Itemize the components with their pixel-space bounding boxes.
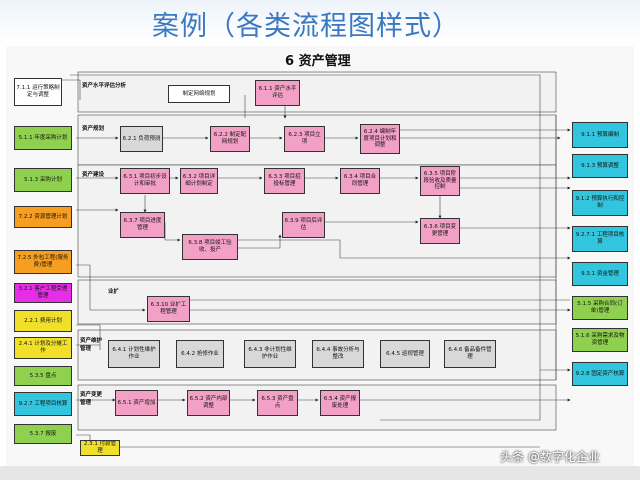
diagram-title: 6 资产管理 (285, 54, 351, 69)
ext-9-1-3: 9.1.3 预算调整 (572, 154, 628, 178)
title-banner: 案例（各类流程图样式） (0, 0, 640, 44)
node-6-3-8: 6.3.8 项目竣工验收、投产 (182, 234, 238, 260)
ext-9-1-2: 9.1.2 预算执行和控制 (572, 190, 628, 216)
ext-9-1-1: 9.1.1 预算编制 (572, 122, 628, 148)
ext-7-1-1: 7.1.1 运行策略制定与调整 (14, 78, 62, 106)
ext-5-3-7: 5.3.7 报废 (14, 424, 72, 444)
ext-7-2-5: 7.2.5 外包工程(服务费)管理 (14, 250, 72, 274)
ext-2-4-1: 2.4.1 计划及分摊工作 (14, 337, 72, 359)
section-label-maint: 资产维护管理 (80, 338, 103, 352)
node-6-2-1: 6.2.1 负荷预测 (120, 126, 163, 152)
watermark: 头条 @数字化企业 (500, 450, 600, 464)
node-6-5-3: 6.5.3 资产盘点 (257, 390, 298, 416)
node-network-plan: 制定网络规划 (168, 85, 230, 103)
node-6-3-2: 6.3.2 项目详细计划制定 (180, 168, 218, 194)
node-6-4-3: 6.4.3 非计划性维护作业 (244, 340, 296, 368)
ext-5-1-5: 5.1.5 采购合同(订单)管理 (572, 296, 628, 320)
node-6-5-1: 6.5.1 资产增加 (115, 390, 158, 416)
section-panel-eval (77, 71, 557, 113)
node-6-3-6: 6.3.6 项目变更管理 (420, 218, 460, 244)
node-6-5-2: 6.5.2 资产内部调整 (187, 390, 230, 416)
node-6-3-5: 6.3.5 项目阶段验收及质量控制 (420, 166, 460, 196)
node-6-2-4: 6.2.4 编制年度项目计划和调整 (360, 124, 400, 154)
node-6-4-1: 6.4.1 计划性维护作业 (108, 340, 160, 368)
ext-5-1-3: 5.1.3 采购计划 (14, 168, 72, 192)
node-6-4-2: 6.4.2 抢修作业 (176, 340, 224, 368)
ext-7-2-2: 7.2.2 资源管理计划 (14, 206, 72, 228)
ext-9-2-7-1: 9.2.7.1 工程项目核算 (572, 226, 628, 252)
ext-9-3-1: 9.3.1 资金管理 (572, 262, 628, 286)
node-6-1-1: 6.1.1 资产水平评估 (255, 80, 300, 106)
ext-5-3-5: 5.3.5 盘点 (14, 366, 72, 386)
node-6-3-4: 6.3.4 项目合同管理 (340, 168, 380, 194)
node-6-3-7: 6.3.7 项目进度管理 (120, 212, 165, 238)
section-label-change: 资产变更管理 (80, 392, 103, 406)
section-label-build: 资产建设 (82, 172, 105, 178)
node-6-3-9: 6.3.9 项目后评估 (282, 212, 325, 238)
ext-2-2-1: 2.2.1 费用计划 (14, 310, 72, 332)
node-6-2-2: 6.2.2 制定配网规划 (210, 126, 250, 152)
section-label-expand: 业扩 (108, 289, 120, 295)
node-6-4-4: 6.4.4 事故分析与整改 (312, 340, 364, 368)
ext-9-2-7: 9.2.7 工程项目核算 (14, 392, 72, 416)
footer-bar (0, 466, 640, 480)
ext-2-3-1: 2.3.1 付款管理 (80, 440, 120, 456)
ext-9-2-8: 9.2.8 固定资产核算 (572, 362, 628, 386)
ext-5-1-6: 5.1.6 采购需求及物资管理 (572, 328, 628, 352)
slide-title: 案例（各类流程图样式） (152, 11, 460, 42)
node-6-4-6: 6.4.6 备品备件管理 (444, 340, 496, 368)
node-6-5-4: 6.5.4 资产报废处理 (320, 390, 360, 416)
node-6-2-3: 6.2.3 项目立项 (284, 126, 325, 152)
ext-3-2-1: 3.2.1 客户工程受理管理 (14, 283, 72, 303)
node-6-3-3: 6.3.3 项目招投标管理 (264, 168, 305, 194)
node-6-4-5: 6.4.5 巡视管理 (380, 340, 430, 368)
node-6-3-1: 6.3.1 项目初步设计和审批 (120, 168, 170, 194)
section-label-plan: 资产规划 (82, 126, 105, 132)
ext-5-1-1: 5.1.1 年度采购计划 (14, 126, 72, 150)
section-label-eval: 资产水平评估分析 (82, 83, 127, 89)
node-6-3-10: 6.3.10 业扩工程管理 (147, 296, 190, 322)
